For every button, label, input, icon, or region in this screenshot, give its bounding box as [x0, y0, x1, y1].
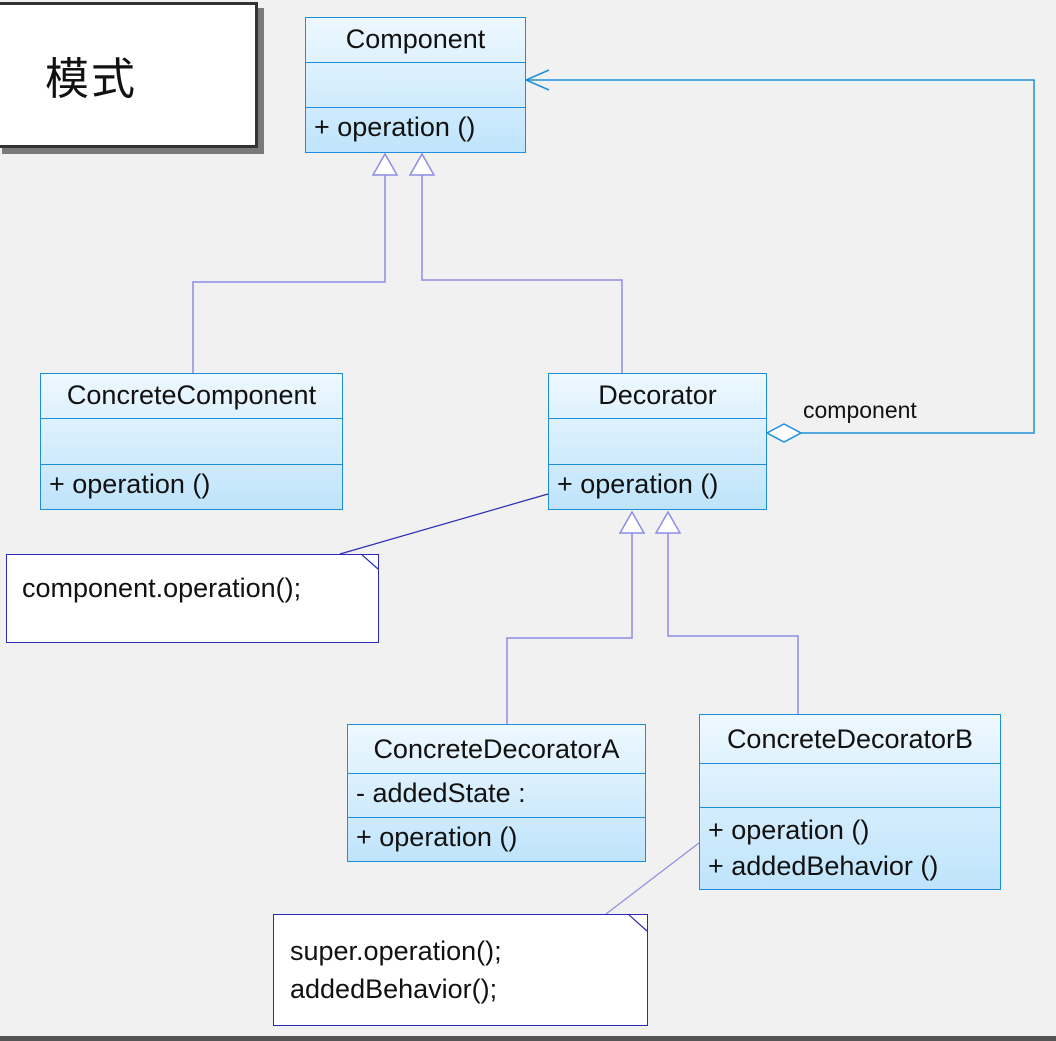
attribute-row: - addedState : — [356, 778, 526, 808]
class-name: Decorator — [598, 380, 717, 410]
operation-row: + operation () — [314, 112, 476, 142]
operation-row: + operation () — [708, 815, 870, 845]
operation-compartment: + operation () — [348, 817, 645, 861]
note-decorator-operation[interactable]: component.operation(); — [6, 554, 379, 643]
generalization-concrete-decorator-a — [506, 533, 633, 724]
attribute-compartment — [549, 418, 766, 464]
diagram-title: 模式 — [45, 54, 137, 105]
operation-row: + operation () — [49, 469, 211, 499]
class-component[interactable]: Component + operation () — [305, 17, 526, 153]
operation-row: + operation () — [356, 822, 518, 852]
generalization-arrowhead-icon — [408, 152, 436, 176]
operation-compartment: + operation () — [41, 464, 342, 510]
attribute-compartment — [41, 418, 342, 464]
generalization-decorator — [421, 175, 623, 373]
note-decorator-b-operation[interactable]: super.operation(); addedBehavior(); — [273, 914, 648, 1026]
operation-compartment: + operation () + addedBehavior () — [700, 807, 1000, 889]
class-concrete-decorator-a[interactable]: ConcreteDecoratorA - addedState : + oper… — [347, 724, 646, 862]
class-concrete-decorator-b[interactable]: ConcreteDecoratorB + operation () + adde… — [699, 714, 1001, 890]
attribute-compartment: - addedState : — [348, 773, 645, 817]
generalization-arrowhead-icon — [371, 152, 399, 176]
attribute-compartment — [306, 62, 525, 107]
class-name: ConcreteDecoratorA — [373, 734, 620, 764]
association-role-label: component — [803, 397, 917, 423]
association-arrowhead-icon — [524, 69, 550, 91]
note-fold-corner-icon — [628, 914, 648, 932]
association-line — [526, 79, 1035, 434]
generalization-arrowhead-icon — [618, 510, 646, 534]
note-text: component.operation(); — [22, 573, 302, 603]
class-name: Component — [345, 24, 486, 54]
bottom-divider — [0, 1036, 1056, 1041]
class-concrete-component[interactable]: ConcreteComponent + operation () — [40, 373, 343, 510]
attribute-compartment — [700, 763, 1000, 807]
title-box: 模式 — [0, 2, 258, 148]
class-decorator[interactable]: Decorator + operation () — [548, 373, 767, 510]
aggregation-diamond-icon — [765, 423, 803, 443]
operation-compartment: + operation () — [306, 107, 525, 153]
generalization-concrete-component — [192, 175, 386, 373]
note-text: addedBehavior(); — [290, 974, 498, 1004]
note-fold-corner-icon — [361, 554, 379, 570]
generalization-concrete-decorator-b — [667, 533, 799, 714]
operation-compartment: + operation () — [549, 464, 766, 510]
note-link-decorator — [339, 493, 549, 555]
note-text: super.operation(); — [290, 936, 502, 966]
operation-row: + operation () — [557, 469, 719, 499]
class-name: ConcreteDecoratorB — [726, 724, 974, 754]
generalization-arrowhead-icon — [654, 510, 682, 534]
operation-row: + addedBehavior () — [708, 851, 939, 881]
class-name: ConcreteComponent — [66, 380, 317, 410]
note-link-decorator-b — [605, 829, 717, 915]
